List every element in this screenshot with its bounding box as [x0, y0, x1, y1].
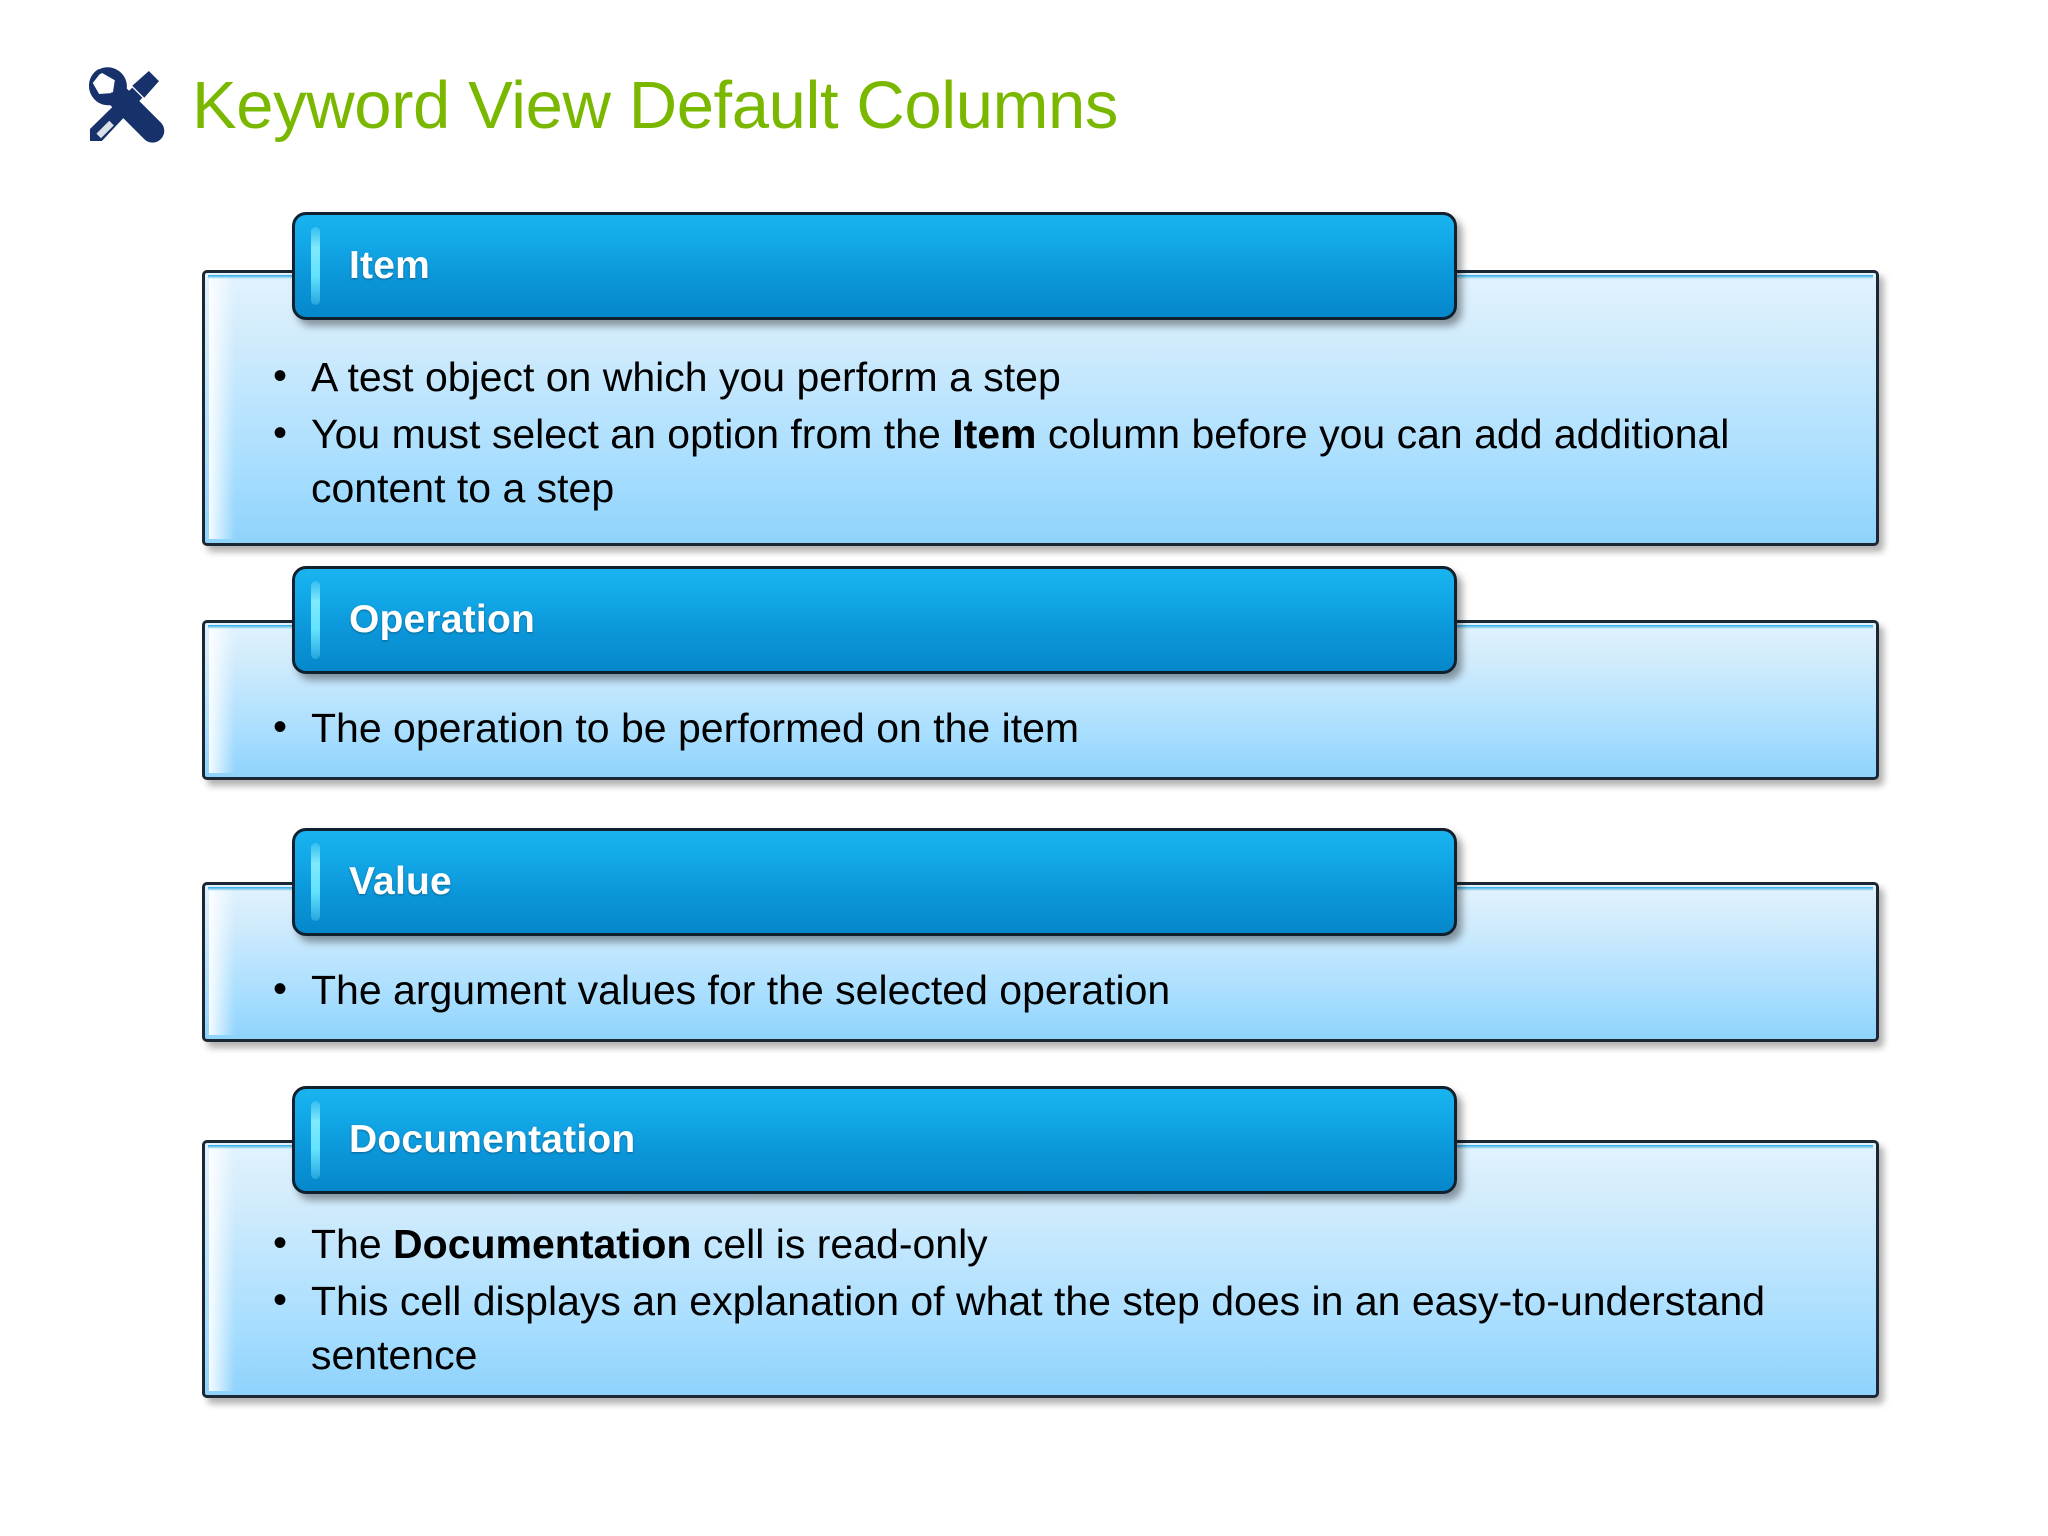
card-operation-bullet-list: The operation to be performed on the ite… [269, 701, 1830, 755]
bullet-text: column before you can add additional con… [311, 411, 1730, 511]
card-item-bullet-list: A test object on which you perform a ste… [269, 350, 1830, 515]
list-item: A test object on which you perform a ste… [269, 350, 1830, 404]
bullet-text: The operation to be performed on the ite… [311, 705, 1080, 751]
card-operation-header: Operation [292, 566, 1457, 674]
wrench-screwdriver-icon [78, 60, 170, 152]
card-item-header: Item [292, 212, 1457, 320]
list-item: This cell displays an explanation of wha… [269, 1274, 1830, 1382]
bullet-text: The argument values for the selected ope… [311, 967, 1171, 1013]
list-item: You must select an option from the Item … [269, 407, 1830, 515]
bullet-text-strong: Item [952, 411, 1037, 458]
bullet-text: You must select an option from the [311, 411, 953, 458]
card-value-header: Value [292, 828, 1457, 936]
bullet-text: This cell displays an explanation of wha… [311, 1278, 1766, 1378]
list-item: The argument values for the selected ope… [269, 963, 1830, 1017]
card-item-header-label: Item [349, 244, 430, 287]
bullet-text-strong: Documentation [393, 1221, 692, 1267]
page-title: Keyword View Default Columns [192, 67, 1118, 143]
list-item: The operation to be performed on the ite… [269, 701, 1830, 755]
card-value-bullet-list: The argument values for the selected ope… [269, 963, 1830, 1017]
bullet-text: The [311, 1221, 394, 1267]
card-documentation-header: Documentation [292, 1086, 1457, 1194]
slide-title-row: Keyword View Default Columns [78, 52, 1118, 160]
card-value-header-label: Value [349, 860, 452, 903]
bullet-text: cell is read-only [691, 1221, 988, 1267]
card-operation-header-label: Operation [349, 598, 535, 641]
card-documentation-header-label: Documentation [349, 1118, 636, 1161]
list-item: The Documentation cell is read-only [269, 1217, 1830, 1271]
bullet-text: A test object on which you perform a ste… [311, 354, 1061, 400]
card-documentation-bullet-list: The Documentation cell is read-only This… [269, 1217, 1830, 1382]
